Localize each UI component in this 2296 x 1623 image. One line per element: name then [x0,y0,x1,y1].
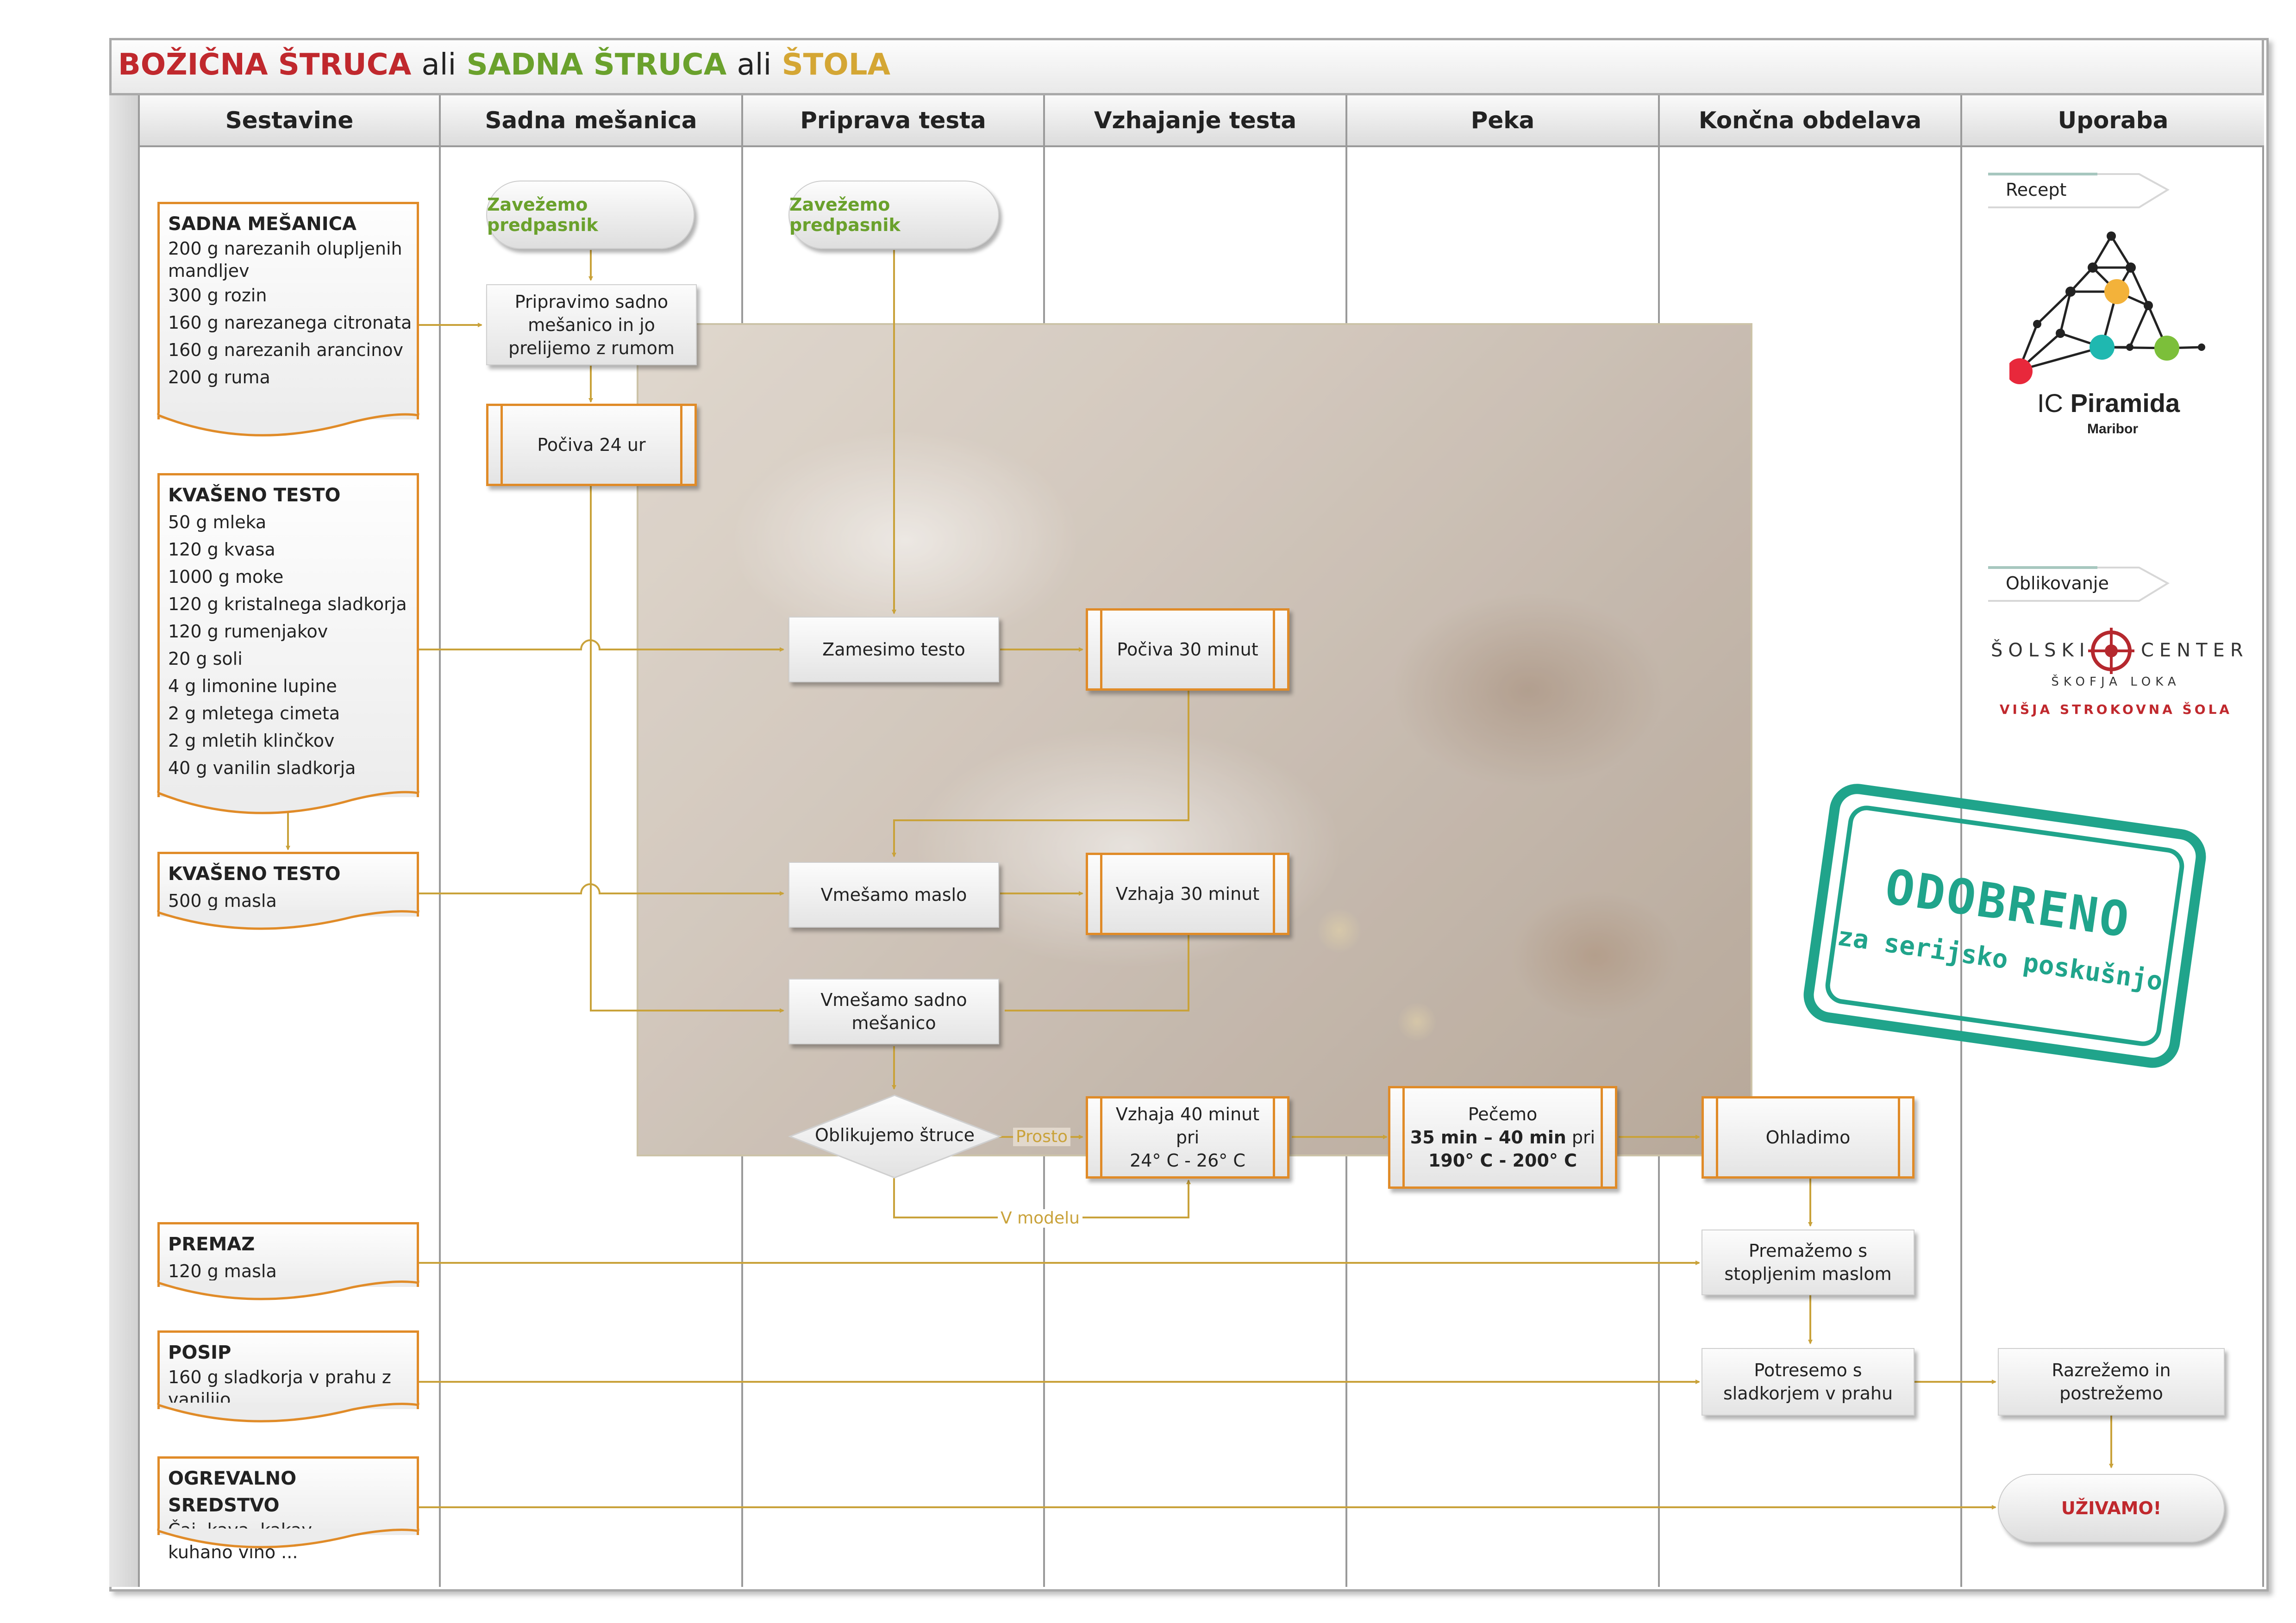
doc-item: 160 g narezanega citronata [168,312,412,333]
doc-item: 120 g rumenjakov [168,621,328,642]
rise40-line-2: pri [1176,1127,1200,1148]
bake-time: 35 min – 40 min [1410,1127,1566,1148]
piramida-city: Maribor [2087,421,2139,437]
start-apron-fruit[interactable]: Zavežemo predpasnik [486,181,694,249]
title-part-2: SADNA ŠTRUCA [466,48,727,82]
title-part-3: ŠTOLA [782,48,891,82]
bake-temp: 190° C - 200° C [1428,1150,1577,1171]
decision-label: Oblikujemo štruce [814,1125,975,1145]
step-rise-30min[interactable]: Vzhaja 30 minut [1086,853,1289,935]
step-brush-butter[interactable]: Premažemo s stopljenim maslom [1702,1230,1914,1295]
doc-title: POSIP [168,1342,231,1363]
doc-item: 50 g mleka [168,512,267,532]
ic-piramida-logo: IC Piramida Maribor [2007,231,2213,444]
doc-item: 1000 g moke [168,567,284,587]
step-prepare-fruit-mix[interactable]: Pripravimo sadno mešanico in jo prelijem… [486,284,697,365]
ref-arrow-design[interactable] [1986,561,2171,606]
school-city: ŠKOFJA LOKA [2051,675,2181,689]
piramida-ic: IC [2037,388,2063,418]
lane-header-peka: Peka [1345,95,1658,147]
doc-title: PREMAZ [168,1234,255,1255]
title-part-1: BOŽIČNA ŠTRUCA [118,48,412,82]
bake-line-1: Pečemo [1468,1104,1538,1124]
step-bake[interactable]: Pečemo 35 min – 40 min pri 190° C - 200°… [1388,1086,1617,1189]
doc-item: 20 g soli [168,649,243,669]
title-sep-1: ali [421,48,457,82]
step-rise-40min[interactable]: Vzhaja 40 minut pri 24° C - 26° C [1086,1096,1289,1179]
piramida-network-icon [2007,231,2205,384]
doc-wave [157,910,419,930]
lane-sadna-mesanica [439,147,741,1587]
doc-title: SADNA MEŠANICA [168,213,357,235]
lane-header-priprava-testa: Priprava testa [741,95,1043,147]
doc-item: 200 g narezanih olupljenih mandljev [168,238,402,281]
step-mix-fruit[interactable]: Vmešamo sadno mešanico [788,979,999,1044]
ref-arrow-recipe[interactable] [1986,168,2171,212]
edge-label-mold: V modelu [998,1209,1082,1228]
doc-title: KVAŠENO TESTO [168,485,341,506]
step-knead-dough[interactable]: Zamesimo testo [788,617,999,682]
school-left-word: ŠOLSKI [1991,640,2090,661]
doc-item: 120 g masla [168,1261,277,1281]
diagram-title: BOŽIČNA ŠTRUCA ali SADNA ŠTRUCA ali ŠTOL… [118,42,890,88]
pool-strip [109,95,138,1587]
rise40-line-1: Vzhaja 40 minut [1115,1104,1260,1124]
doc-item: 120 g kristalnega sladkorja [168,594,407,614]
doc-title: KVAŠENO TESTO [168,863,341,885]
ref-recipe-label: Recept [2006,180,2067,200]
end-enjoy[interactable]: UŽIVAMO! [1998,1474,2225,1542]
doc-wave [157,1529,419,1548]
ingredient-doc-fruit-mix: SADNA MEŠANICA 200 g narezanih olupljeni… [157,202,419,437]
lane-uporaba [1960,147,2264,1587]
rise40-line-3: 24° C - 26° C [1130,1150,1245,1171]
lane-header-uporaba: Uporaba [1960,95,2264,147]
lane-sestavine [138,147,439,1587]
doc-item: 40 g vanilin sladkorja [168,758,356,778]
ingredient-doc-glaze: PREMAZ 120 g masla [157,1222,419,1300]
doc-item: 160 g narezanih arancinov [168,340,403,360]
step-slice-serve[interactable]: Razrežemo in postrežemo [1998,1348,2225,1416]
start-apron-dough[interactable]: Zavežemo predpasnik [788,181,999,249]
doc-item: 300 g rozin [168,285,267,306]
lane-header-vzhajanje-testa: Vzhajanje testa [1043,95,1345,147]
step-rest-24h[interactable]: Počiva 24 ur [486,404,697,486]
doc-title: OGREVALNO SREDSTVO [168,1468,297,1516]
step-dust-sugar[interactable]: Potresemo s sladkorjem v prahu [1702,1348,1914,1416]
doc-item: 500 g masla [168,891,277,911]
step-cool[interactable]: Ohladimo [1702,1096,1914,1179]
step-rest-30min[interactable]: Počiva 30 minut [1086,608,1289,691]
doc-wave [157,1403,419,1423]
doc-wave [157,1280,419,1300]
school-subtitle: VIŠJA STROKOVNA ŠOLA [1999,702,2233,717]
bake-at: pri [1571,1127,1595,1148]
title-sep-2: ali [737,48,772,82]
ingredient-doc-butter: KVAŠENO TESTO 500 g masla [157,852,419,930]
doc-item: 2 g mletih klinčkov [168,730,335,751]
decision-shape[interactable] [787,1092,1002,1180]
ingredient-doc-topping: POSIP 160 g sladkorja v prahu z vanilijo [157,1330,419,1423]
ingredient-doc-yeast-dough: KVAŠENO TESTO 50 g mleka 120 g kvasa 100… [157,473,419,814]
step-mix-butter[interactable]: Vmešamo maslo [788,862,999,928]
ingredient-doc-warming-drink: OGREVALNO SREDSTVO Čaj, kava, kakav, kuh… [157,1456,419,1562]
doc-item: 120 g kvasa [168,539,275,560]
ref-design-label: Oblikovanje [2006,573,2109,593]
doc-item: 2 g mletega cimeta [168,703,340,724]
piramida-name: Piramida [2070,388,2180,418]
doc-wave [157,413,419,437]
school-right-word: CENTER [2141,640,2249,661]
title-bar [109,38,2264,95]
school-crosshair-icon [2088,628,2134,674]
edge-label-free: Prosto [1013,1128,1071,1146]
lane-header-koncna-obdelava: Končna obdelava [1658,95,1960,147]
school-center-logo: ŠOLSKI CENTER ŠKOFJA LOKA VIŠJA STROKOVN… [1991,620,2243,727]
lane-header-sestavine: Sestavine [138,95,439,147]
doc-item: 4 g limonine lupine [168,676,337,696]
lane-header-sadna-mesanica: Sadna mešanica [439,95,741,147]
doc-wave [157,791,419,814]
doc-item: 200 g ruma [168,367,270,387]
